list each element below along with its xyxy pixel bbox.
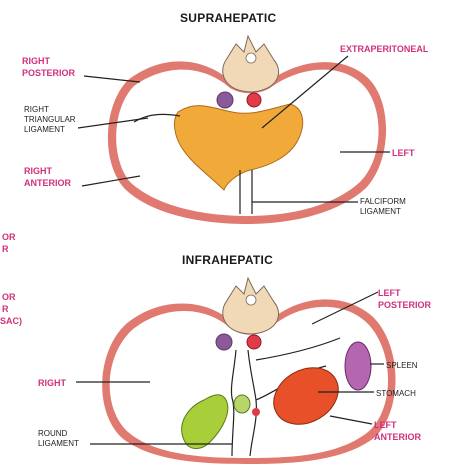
label-stomach: STOMACH — [376, 389, 416, 398]
label-spleen: SPLEEN — [386, 361, 418, 370]
suprahepatic-vertebra — [223, 36, 279, 92]
edge-fragment-4: R — [2, 304, 9, 314]
label-round-ligament-1: ROUND — [38, 429, 68, 438]
title-suprahepatic: SUPRAHEPATIC — [180, 11, 277, 25]
edge-fragment-1: OR — [2, 232, 16, 242]
left-edge-fragments: OR R OR R SAC) — [0, 232, 22, 326]
label-falciform-1: FALCIFORM — [360, 197, 406, 206]
edge-fragment-3: OR — [2, 292, 16, 302]
infrahepatic-aorta — [247, 335, 261, 349]
title-infrahepatic: INFRAHEPATIC — [182, 253, 273, 267]
label-right-triangular-2: TRIANGULAR — [24, 115, 76, 124]
suprahepatic-section — [108, 36, 386, 224]
infrahepatic-vertebra — [223, 278, 279, 334]
infrahepatic-section — [102, 278, 395, 464]
label-right-posterior-2: POSTERIOR — [22, 68, 76, 78]
infrahepatic-ivc — [216, 334, 232, 350]
edge-fragment-5: SAC) — [0, 316, 22, 326]
edge-fragment-2: R — [2, 244, 9, 254]
label-round-ligament-2: LIGAMENT — [38, 439, 79, 448]
label-right-triangular-1: RIGHT — [24, 105, 49, 114]
label-left-posterior-2: POSTERIOR — [378, 300, 432, 310]
label-left-anterior-1: LEFT — [374, 420, 397, 430]
suprahepatic-aorta — [247, 93, 261, 107]
infrahepatic-spleen — [345, 342, 371, 390]
infrahepatic-pancreas-vessel — [252, 408, 260, 416]
label-left-posterior-1: LEFT — [378, 288, 401, 298]
label-right-posterior-1: RIGHT — [22, 56, 51, 66]
suprahepatic-vertebral-canal — [246, 53, 256, 63]
label-left-top: LEFT — [392, 148, 415, 158]
suprahepatic-ivc — [217, 92, 233, 108]
infrahepatic-vertebral-canal — [246, 295, 256, 305]
label-right-anterior-1: RIGHT — [24, 166, 53, 176]
label-right-triangular-3: LIGAMENT — [24, 125, 65, 134]
label-right-anterior-2: ANTERIOR — [24, 178, 72, 188]
infrahepatic-duodenum — [234, 395, 250, 413]
label-left-anterior-2: ANTERIOR — [374, 432, 422, 442]
label-extraperitoneal: EXTRAPERITONEAL — [340, 44, 429, 54]
label-falciform-2: LIGAMENT — [360, 207, 401, 216]
label-right-bottom: RIGHT — [38, 378, 67, 388]
